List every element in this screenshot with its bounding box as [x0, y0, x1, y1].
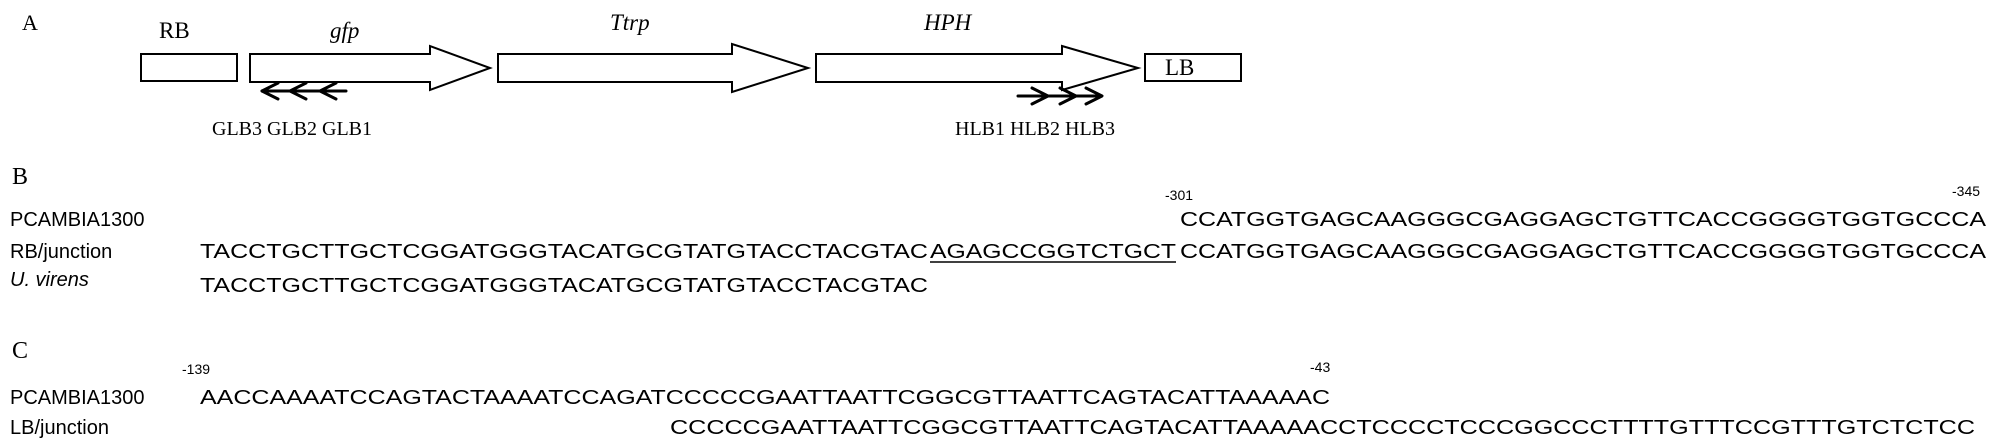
- glb-primer-labels: GLB3 GLB2 GLB1: [212, 118, 372, 140]
- c-pcambia-sequence: AACCAAAATCCAGTACTAAAATCCAGATCCCCCGAATTAA…: [200, 387, 1330, 409]
- gfp-label: gfp: [330, 18, 359, 43]
- b-position-end: -345: [1952, 183, 1980, 199]
- b-position-start: -301: [1165, 187, 1193, 203]
- c-position-start: -139: [182, 361, 210, 377]
- panel-label-c: C: [12, 338, 28, 364]
- hlb2-primer-icon: [1058, 86, 1078, 106]
- ttrp-label: Ttrp: [610, 10, 650, 35]
- b-pcambia-sequence: CCATGGTGAGCAAGGGCGAGGAGCTGTTCACCGGGGTGGT…: [1180, 209, 1987, 231]
- hph-arrow: [815, 44, 1142, 92]
- b-rb-sequence-right: CCATGGTGAGCAAGGGCGAGGAGCTGTTCACCGGGGTGGT…: [1180, 241, 1987, 263]
- glb-primer-arrows: [260, 81, 348, 101]
- panel-label-b: B: [12, 164, 28, 190]
- c-position-end: -43: [1310, 359, 1330, 375]
- hlb3-primer-icon: [1084, 86, 1104, 106]
- hlb1-primer-icon: [1030, 86, 1050, 106]
- panel-label-a: A: [22, 10, 38, 35]
- c-row-label-pcambia: PCAMBIA1300: [10, 387, 145, 409]
- gfp-arrow: [249, 44, 493, 92]
- b-rb-sequence-left: TACCTGCTTGCTCGGATGGGTACATGCGTATGTACCTACG…: [200, 241, 928, 263]
- b-row-label-virens: U. virens: [10, 269, 89, 291]
- rb-box: [140, 53, 238, 82]
- b-rb-sequence-insert: AGAGCCGGTCTGCT: [930, 241, 1176, 263]
- lb-box: [1144, 53, 1242, 82]
- c-row-label-lb-junction: LB/junction: [10, 417, 109, 439]
- hlb-primer-arrows: [1016, 86, 1104, 106]
- rb-label: RB: [159, 18, 190, 43]
- hph-label: HPH: [923, 10, 973, 35]
- b-row-label-rb-junction: RB/junction: [10, 241, 112, 263]
- ttrp-arrow: [497, 42, 812, 94]
- c-lb-sequence: CCCCCGAATTAATTCGGCGTTAATTCAGTACATTAAAAAC…: [670, 417, 1975, 439]
- b-virens-sequence: TACCTGCTTGCTCGGATGGGTACATGCGTATGTACCTACG…: [200, 275, 928, 297]
- hlb-primer-labels: HLB1 HLB2 HLB3: [955, 118, 1115, 140]
- lb-label: LB: [1165, 55, 1194, 80]
- b-row-label-pcambia: PCAMBIA1300: [10, 209, 145, 231]
